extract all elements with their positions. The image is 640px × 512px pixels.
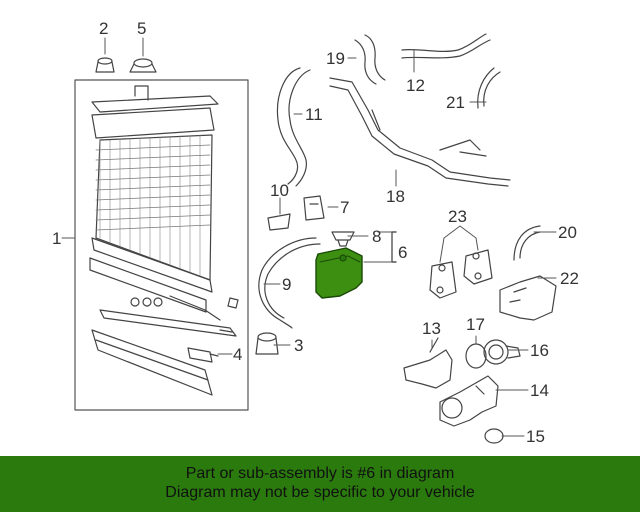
water-outlet-part-22[interactable]	[499, 275, 557, 321]
callout-2: 2	[99, 19, 108, 38]
callout-6: 6	[398, 243, 407, 262]
lower-tank-cover[interactable]	[91, 329, 213, 396]
hose-part-20[interactable]	[513, 225, 541, 261]
callout-7: 7	[340, 198, 349, 217]
hose-part-11[interactable]	[276, 67, 311, 187]
callout-8: 8	[372, 227, 381, 246]
oring-part-17[interactable]	[465, 343, 487, 369]
hose-part-19[interactable]	[354, 34, 386, 85]
drain-cock-part-4[interactable]	[187, 347, 219, 363]
reservoir-tank-part-6[interactable]	[315, 247, 363, 299]
callout-1: 1	[52, 229, 61, 248]
banner-line-2: Diagram may not be specific to your vehi…	[165, 484, 475, 501]
thermostat-housing-part-14[interactable]	[439, 375, 499, 427]
bolt	[219, 297, 239, 333]
reservoir-cap-part-8[interactable]	[331, 231, 355, 247]
water-pipe-part-18[interactable]	[329, 77, 511, 187]
callout-17: 17	[466, 315, 485, 334]
gasket-part-15[interactable]	[484, 428, 504, 444]
callout-22: 22	[560, 269, 579, 288]
lower-tank-part[interactable]	[99, 295, 237, 337]
callout-13: 13	[422, 319, 441, 338]
callout-15: 15	[526, 427, 545, 446]
hose-part-12[interactable]	[401, 33, 491, 59]
callout-10: 10	[270, 181, 289, 200]
leader-lines	[61, 37, 557, 437]
bracket-part-10[interactable]	[267, 213, 291, 231]
callout-23: 23	[448, 207, 467, 226]
radiator-part[interactable]	[89, 85, 219, 313]
water-inlet-part-13[interactable]	[403, 337, 453, 389]
callout-20: 20	[558, 223, 577, 242]
callout-19: 19	[326, 49, 345, 68]
callout-12: 12	[406, 76, 425, 95]
callout-11: 11	[305, 105, 323, 124]
callout-18: 18	[386, 187, 405, 206]
callout-3: 3	[294, 336, 303, 355]
radiator-group-box	[74, 79, 249, 411]
gasket-part-23-right[interactable]	[463, 249, 493, 285]
callout-21: 21	[446, 93, 465, 112]
banner-line-1: Part or sub-assembly is #6 in diagram	[185, 465, 455, 482]
overflow-hose-part-9[interactable]	[258, 237, 321, 329]
clip-part-7[interactable]	[303, 195, 325, 221]
callout-labels: 1 2 5 3 4 7 8 6 9 10 11 19 12 21 18 23 2…	[52, 19, 579, 446]
parts-diagram: 1 2 5 3 4 7 8 6 9 10 11 19 12 21 18 23 2…	[52, 19, 579, 446]
callout-5: 5	[137, 19, 146, 38]
callout-14: 14	[530, 381, 549, 400]
callout-9: 9	[282, 275, 291, 294]
thermostat-part-16[interactable]	[483, 339, 521, 365]
callout-4: 4	[233, 345, 242, 364]
info-banner: Part or sub-assembly is #6 in diagram Di…	[0, 456, 640, 512]
callout-16: 16	[530, 341, 549, 360]
gasket-part-23-left[interactable]	[429, 261, 457, 299]
